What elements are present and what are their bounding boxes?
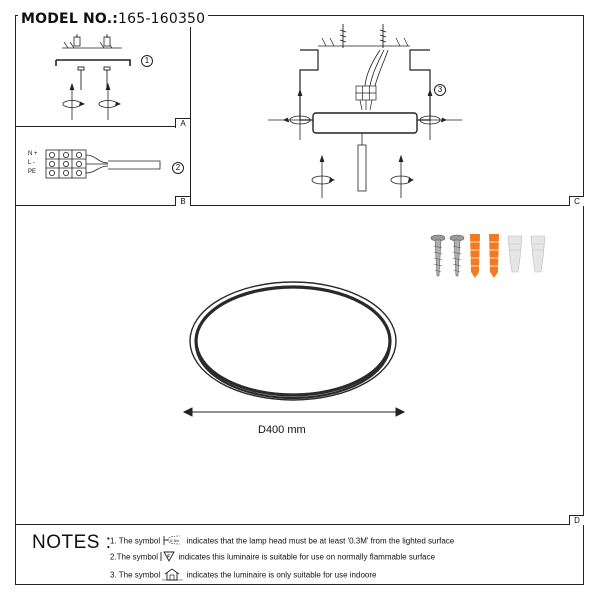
bottom-rotate-arrow-icon [311, 154, 414, 198]
ceiling-screw-icon [339, 24, 387, 48]
wall-anchor-icon [73, 34, 111, 47]
distance-symbol-text: 0.3m [170, 538, 180, 543]
wire-connector-icon [507, 235, 523, 273]
note-3: 3. The symbol indicates the luminaire is… [110, 568, 376, 583]
distance-symbol-icon: 0.3m [162, 535, 184, 548]
note-3-text: indicates the luminaire is only suitable… [186, 570, 377, 580]
screw-icon [449, 234, 465, 277]
model-number: 165-160350 [118, 11, 206, 27]
note-2: 2.The symbol F indicates this luminaire … [110, 551, 435, 564]
terminal-block-icon [45, 149, 87, 179]
wires-icon [364, 49, 389, 87]
divider-left-right [190, 15, 191, 205]
dimension-arrow-icon [182, 407, 406, 417]
note-2-prefix: 2.The symbol [110, 552, 159, 562]
panel-label-c: C [569, 196, 584, 206]
note-1-prefix: 1. The symbol [110, 536, 161, 546]
diameter-label: D400 mm [258, 424, 306, 436]
panel-label-d: D [569, 515, 584, 525]
ceiling-icon [318, 37, 410, 47]
rotate-arrow-icon [62, 82, 121, 120]
flammable-surface-symbol-icon: F [160, 551, 176, 564]
side-rotate-arrow-icon [268, 88, 462, 140]
note-2-text: indicates this luminaire is suitable for… [178, 552, 436, 562]
wire-connector-icon [530, 235, 546, 273]
drawing-frame [15, 15, 584, 585]
ceiling-hatch-icon [62, 41, 122, 49]
mounting-bracket-icon [55, 59, 131, 66]
wire-label-n: N + [28, 151, 38, 157]
step-number-3: 3 [434, 84, 446, 96]
ceiling-lamp-icon [189, 281, 397, 401]
screwdriver-icon [357, 133, 367, 192]
wall-anchor-icon [469, 234, 481, 278]
diffuser-icon [312, 112, 418, 134]
note-1-text: indicates that the lamp head must be at … [186, 536, 455, 546]
divider-a-b [15, 126, 190, 127]
model-title: MODEL NO.:165-160350 [18, 11, 209, 27]
note-3-prefix: 3. The symbol [110, 570, 161, 580]
panel-label-b: B [175, 196, 190, 206]
note-1: 1. The symbol 0.3m indicates that the la… [110, 535, 454, 548]
panel-label-a: A [175, 118, 190, 128]
step-number-1: 1 [141, 55, 153, 67]
step-number-2: 2 [172, 162, 184, 174]
wire-label-pe: PE [28, 169, 37, 175]
supply-cable-icon [85, 154, 161, 174]
small-terminal-icon [355, 85, 377, 101]
notes-title: NOTES : [32, 532, 112, 553]
wall-anchor-icon [488, 234, 500, 278]
flammable-symbol-text: F [167, 554, 170, 559]
wire-label-l: L - [28, 160, 35, 166]
indoor-use-house-icon [162, 568, 184, 583]
screw-icon [430, 234, 446, 277]
divider-top-section [15, 205, 584, 206]
divider-notes [15, 524, 584, 525]
